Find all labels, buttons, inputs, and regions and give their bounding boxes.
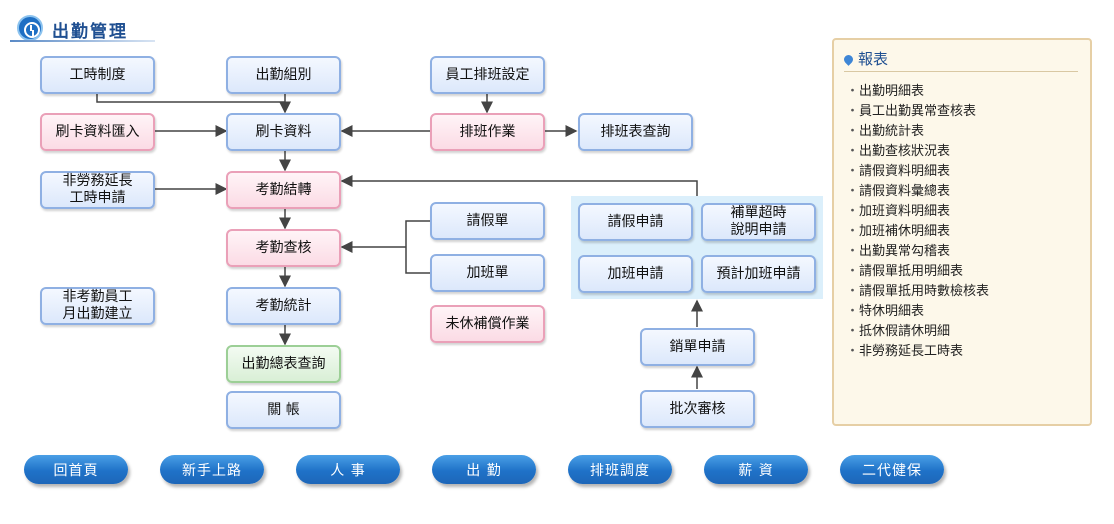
cancel-apply-button[interactable]: 銷單申請 [640,328,755,366]
non-attendance-line2: 月出勤建立 [62,306,133,322]
report-link[interactable]: 請假資料彙總表 [846,182,989,202]
supp-overtime-line2: 說明申請 [730,222,787,238]
nonlabor-overtime-apply-button[interactable]: 非勞務延長 工時申請 [40,171,155,209]
report-link[interactable]: 請假資料明細表 [846,162,989,182]
summary-query-button[interactable]: 出勤總表查詢 [226,345,341,383]
attendance-stats-button[interactable]: 考勤統計 [226,287,341,325]
nonlabor-overtime-line2: 工時申請 [69,190,126,206]
supp-overtime-line1: 補單超時 [730,205,787,221]
comp-leave-button[interactable]: 未休補償作業 [430,305,545,343]
nonlabor-overtime-line1: 非勞務延長 [62,173,133,189]
report-link[interactable]: 請假單抵用明細表 [846,262,989,282]
report-link[interactable]: 員工出勤異常查核表 [846,102,989,122]
title-underline [10,40,155,42]
leave-slip-button[interactable]: 請假單 [430,202,545,240]
report-link[interactable]: 非勞務延長工時表 [846,342,989,362]
leave-apply-button[interactable]: 請假申請 [578,203,693,241]
report-link[interactable]: 出勤異常勾稽表 [846,242,989,262]
report-link[interactable]: 特休明細表 [846,302,989,322]
nav-home-button[interactable]: 回首頁 [24,455,128,484]
reports-divider [844,71,1078,72]
nav-beginner-button[interactable]: 新手上路 [160,455,264,484]
nav-attendance-button[interactable]: 出 勤 [432,455,536,484]
shift-query-button[interactable]: 排班表查詢 [578,113,693,151]
shift-work-button[interactable]: 排班作業 [430,113,545,151]
supp-overtime-explain-button[interactable]: 補單超時 說明申請 [701,203,816,241]
shift-setting-button[interactable]: 員工排班設定 [430,56,545,94]
attendance-check-button[interactable]: 考勤查核 [226,229,341,267]
report-link[interactable]: 出勤統計表 [846,122,989,142]
reports-list: 出勤明細表 員工出勤異常查核表 出勤統計表 出勤查核狀況表 請假資料明細表 請假… [846,82,989,362]
nav-hr-button[interactable]: 人 事 [296,455,400,484]
report-link[interactable]: 加班補休明細表 [846,222,989,242]
nav-scheduling-button[interactable]: 排班調度 [568,455,672,484]
card-data-button[interactable]: 刷卡資料 [226,113,341,151]
planned-overtime-apply-button[interactable]: 預計加班申請 [701,255,816,293]
report-link[interactable]: 加班資料明細表 [846,202,989,222]
overtime-apply-button[interactable]: 加班申請 [578,255,693,293]
non-attendance-employee-button[interactable]: 非考勤員工 月出勤建立 [40,287,155,325]
report-link[interactable]: 出勤明細表 [846,82,989,102]
clock-icon [17,15,43,41]
pin-icon [842,53,855,66]
batch-review-button[interactable]: 批次審核 [640,390,755,428]
work-hours-button[interactable]: 工時制度 [40,56,155,94]
page-title: 出勤管理 [52,22,128,42]
card-import-button[interactable]: 刷卡資料匯入 [40,113,155,151]
nav-salary-button[interactable]: 薪 資 [704,455,808,484]
report-link[interactable]: 出勤查核狀況表 [846,142,989,162]
reports-panel: 報表 出勤明細表 員工出勤異常查核表 出勤統計表 出勤查核狀況表 請假資料明細表… [832,38,1092,426]
non-attendance-line1: 非考勤員工 [62,289,133,305]
nav-nhi-button[interactable]: 二代健保 [840,455,944,484]
report-link[interactable]: 請假單抵用時數檢核表 [846,282,989,302]
page-header: 出勤管理 [14,12,154,42]
report-link[interactable]: 抵休假請休明細 [846,322,989,342]
overtime-slip-button[interactable]: 加班單 [430,254,545,292]
reports-title: 報表 [858,50,889,68]
attendance-group-button[interactable]: 出勤組別 [226,56,341,94]
attendance-transfer-button[interactable]: 考勤結轉 [226,171,341,209]
reports-header: 報表 [842,48,889,69]
close-account-button[interactable]: 關 帳 [226,391,341,429]
